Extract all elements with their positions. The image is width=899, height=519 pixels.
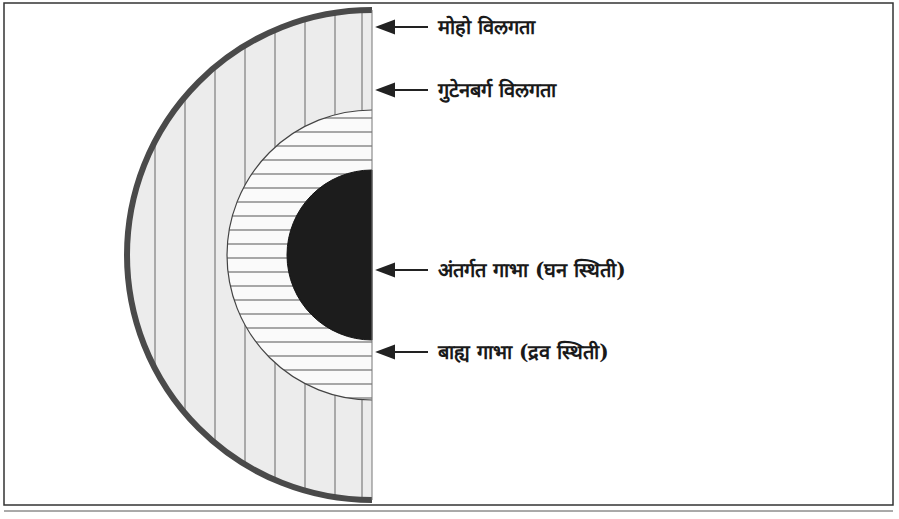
layer-label: मोहो विलगता [438,14,535,40]
layer-label: अंतर्गत गाभा (घन स्थिती) [438,257,626,283]
axis-line [372,10,373,500]
label-text: गुटेनबर्ग विलगता [438,78,556,102]
inner-core [287,170,372,340]
frame [4,3,893,505]
leader-arrows [378,21,428,358]
label-text: मोहो विलगता [438,15,535,39]
label-text: अंतर्गत गाभा (घन स्थिती) [438,258,626,282]
layer-label: गुटेनबर्ग विलगता [438,77,556,103]
label-text: बाह्य गाभा (द्रव स्थिती) [438,340,609,364]
layer-label: बाह्य गाभा (द्रव स्थिती) [438,339,609,365]
frame-rule [4,511,893,512]
moho-boundary [127,10,372,500]
gutenberg-boundary [227,110,372,400]
